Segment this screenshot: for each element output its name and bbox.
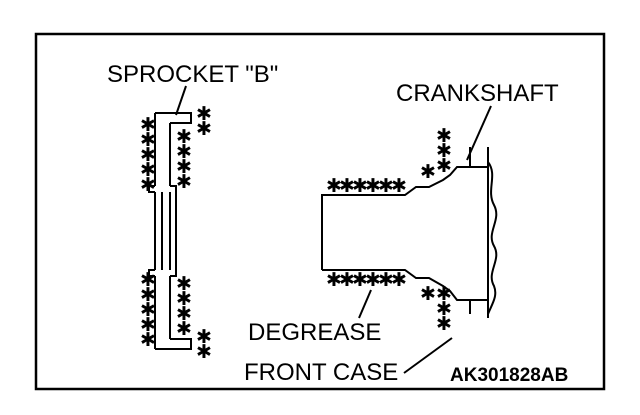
- degrease-mark: ✱: [352, 176, 368, 197]
- degrease-mark: ✱: [140, 315, 156, 336]
- crankshaft-degrease-marks: ✱ ✱ ✱ ✱ ✱ ✱ ✱ ✱ ✱ ✱ ✱ ✱ ✱ ✱ ✱ ✱ ✱ ✱ ✱ ✱: [326, 126, 452, 335]
- degrease-leader: [358, 289, 372, 319]
- degrease-mark: ✱: [140, 300, 156, 321]
- degrease-mark: ✱: [436, 141, 452, 162]
- degrease-mark: ✱: [339, 270, 355, 291]
- sprocket-b-leader: [175, 85, 187, 116]
- front-case-leader: [403, 337, 453, 374]
- figure-code: AK301828AB: [450, 365, 568, 386]
- degrease-mark: ✱: [176, 304, 192, 325]
- degrease-mark: ✱: [196, 119, 212, 140]
- degrease-mark: ✱: [352, 270, 368, 291]
- degrease-mark: ✱: [176, 172, 192, 193]
- degrease-mark: ✱: [436, 299, 452, 320]
- figure-frame: [34, 32, 606, 391]
- degrease-mark: ✱: [391, 176, 407, 197]
- degrease-mark: ✱: [176, 319, 192, 340]
- degrease-mark: ✱: [365, 176, 381, 197]
- degrease-mark: ✱: [378, 270, 394, 291]
- front-case-label: FRONT CASE: [244, 359, 398, 386]
- degrease-mark: ✱: [140, 145, 156, 166]
- degrease-mark: ✱: [365, 270, 381, 291]
- degrease-mark: ✱: [420, 162, 436, 183]
- degrease-mark: ✱: [140, 130, 156, 151]
- degrease-mark: ✱: [140, 175, 156, 196]
- degrease-mark: ✱: [326, 270, 342, 291]
- degrease-mark: ✱: [140, 270, 156, 291]
- degrease-mark: ✱: [378, 176, 394, 197]
- degrease-mark: ✱: [196, 104, 212, 125]
- sprocket-b-profile: [148, 112, 192, 350]
- degrease-mark: ✱: [176, 142, 192, 163]
- degrease-mark: ✱: [176, 289, 192, 310]
- degrease-mark: ✱: [140, 160, 156, 181]
- degrease-mark: ✱: [176, 127, 192, 148]
- degrease-mark: ✱: [326, 176, 342, 197]
- degrease-mark: ✱: [436, 156, 452, 177]
- degrease-mark: ✱: [196, 327, 212, 348]
- degrease-mark: ✱: [196, 342, 212, 363]
- degrease-mark: ✱: [140, 115, 156, 136]
- degrease-mark: ✱: [391, 270, 407, 291]
- degrease-mark: ✱: [436, 126, 452, 147]
- degrease-mark: ✱: [140, 330, 156, 351]
- crankshaft-label: CRANKSHAFT: [396, 80, 559, 107]
- crankshaft-leader: [466, 105, 492, 161]
- degrease-mark: ✱: [420, 284, 436, 305]
- degrease-mark: ✱: [436, 314, 452, 335]
- degrease-mark: ✱: [436, 284, 452, 305]
- crankshaft-profile: [321, 147, 498, 318]
- degrease-label: DEGREASE: [248, 319, 381, 346]
- degrease-mark: ✱: [176, 157, 192, 178]
- sprocket-b-label: SPROCKET "B": [107, 61, 278, 88]
- degrease-mark: ✱: [176, 274, 192, 295]
- degrease-mark: ✱: [140, 285, 156, 306]
- sprocket-degrease-marks: ✱ ✱ ✱ ✱ ✱ ✱ ✱ ✱ ✱ ✱ ✱ ✱ ✱ ✱ ✱ ✱ ✱ ✱ ✱ ✱ …: [140, 104, 212, 363]
- degrease-mark: ✱: [339, 176, 355, 197]
